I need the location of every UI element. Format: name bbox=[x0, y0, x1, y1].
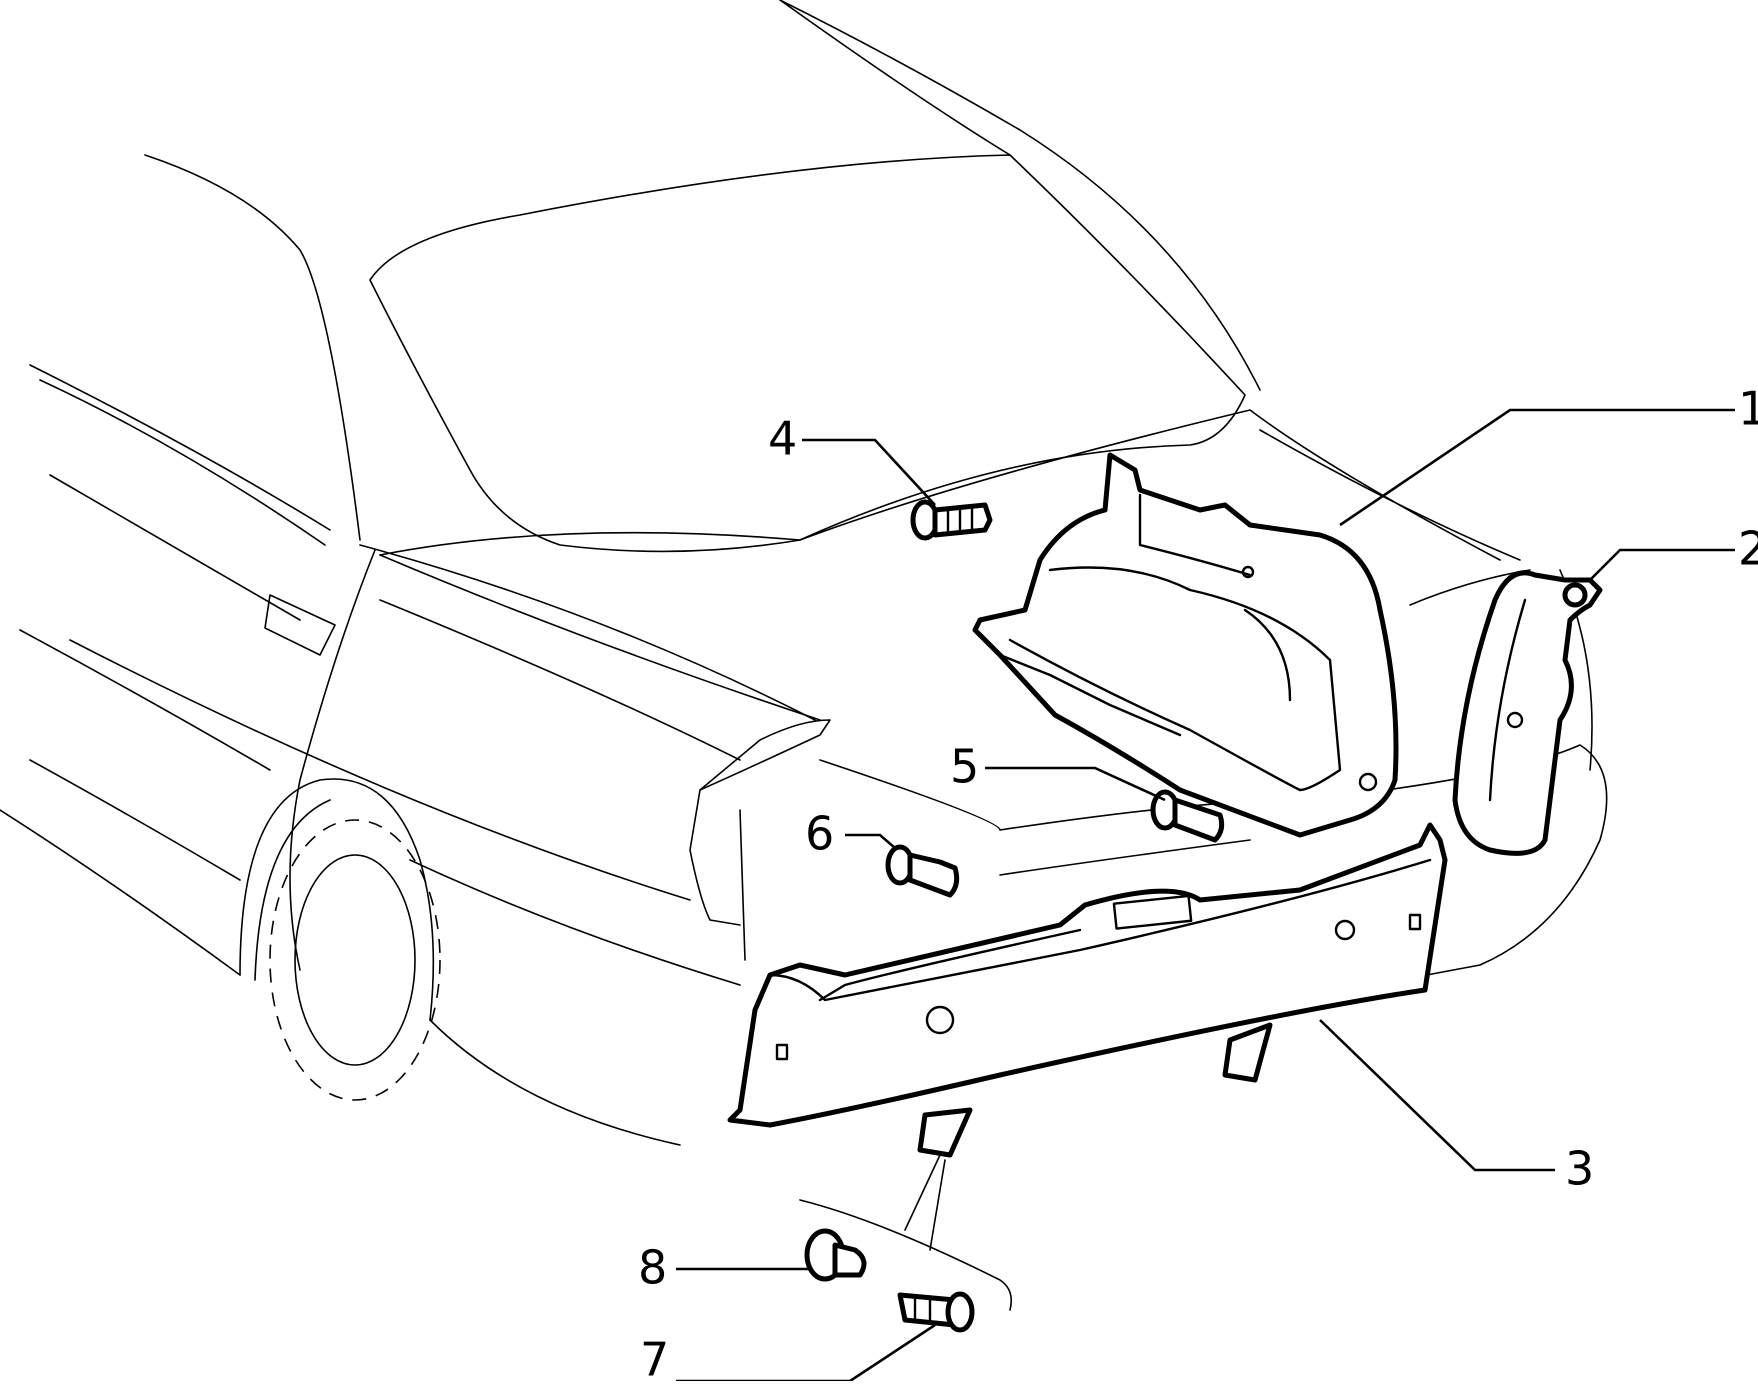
trunk-lid-top bbox=[379, 409, 1501, 561]
part-1-hole bbox=[1358, 772, 1378, 792]
part-1-wheelhouse bbox=[1243, 608, 1292, 702]
part-1-rib bbox=[1138, 493, 1252, 577]
part-1-inner bbox=[1048, 566, 1342, 792]
part-5-body bbox=[1172, 797, 1225, 843]
trunk-sill bbox=[999, 839, 1251, 876]
part-3-slot-left bbox=[775, 1043, 789, 1061]
callout-5: 5 bbox=[950, 740, 979, 794]
leader-6 bbox=[845, 833, 896, 849]
callout-7: 7 bbox=[640, 1333, 669, 1382]
wheel-rim bbox=[269, 819, 441, 1101]
part-3-hole-1 bbox=[925, 1005, 955, 1035]
part-3-lip bbox=[818, 928, 1082, 1002]
door-handle bbox=[264, 594, 336, 656]
shoulder-line-2 bbox=[379, 599, 741, 761]
part-6-clip bbox=[885, 844, 960, 898]
part-1-floor-edge bbox=[1008, 638, 1302, 792]
part-1-outline bbox=[972, 452, 1399, 838]
fastener-group-leader bbox=[904, 1154, 946, 1251]
roof-edge bbox=[779, 0, 1261, 391]
trunk-edge-right bbox=[1259, 429, 1521, 561]
leader-3 bbox=[1319, 1019, 1555, 1172]
quarter-line bbox=[289, 549, 376, 971]
part-3-tab-left bbox=[917, 1107, 973, 1158]
part-1-floor bbox=[998, 653, 1182, 737]
leader-2 bbox=[1589, 548, 1735, 581]
part-4-thread bbox=[946, 504, 974, 535]
part-6-body bbox=[907, 852, 960, 898]
callout-labels: 1 2 3 4 5 6 7 8 bbox=[638, 382, 1758, 1386]
bumper-right bbox=[1299, 744, 1608, 981]
lower-body bbox=[429, 1019, 681, 1146]
leader-7 bbox=[676, 1323, 936, 1383]
part-8-body bbox=[832, 1242, 867, 1278]
part-2-rib bbox=[1488, 598, 1527, 802]
roof-crease bbox=[779, 0, 1011, 156]
part-2-hole bbox=[1506, 711, 1524, 729]
leader-5 bbox=[985, 766, 1166, 802]
side-line-6 bbox=[29, 759, 241, 881]
fastener-group-bracket bbox=[799, 1199, 1013, 1311]
part-2-side-panel bbox=[1452, 570, 1603, 856]
part-7-screw bbox=[897, 1291, 975, 1333]
trunk-lid-side bbox=[379, 554, 821, 721]
side-line-4 bbox=[19, 629, 271, 771]
callout-8: 8 bbox=[638, 1241, 667, 1295]
c-pillar-line bbox=[144, 154, 361, 541]
taillight bbox=[689, 719, 831, 926]
lower-body-line bbox=[409, 859, 741, 986]
side-line-2 bbox=[39, 379, 326, 546]
part-3-slot-right bbox=[1408, 913, 1422, 931]
part-4-shank bbox=[932, 502, 993, 538]
car-body bbox=[0, 0, 1608, 1146]
rear-corner bbox=[739, 809, 746, 961]
side-line-3 bbox=[49, 474, 301, 621]
part-7-head bbox=[945, 1291, 975, 1333]
part-2-clip bbox=[1562, 582, 1588, 608]
leader-4 bbox=[802, 438, 936, 506]
part-1-side-lining bbox=[972, 452, 1399, 838]
callout-3: 3 bbox=[1565, 1142, 1594, 1196]
shoulder-line bbox=[359, 544, 816, 721]
part-3-tab-right bbox=[1222, 1022, 1273, 1083]
part-2-outline bbox=[1452, 570, 1603, 856]
side-line-1 bbox=[29, 364, 331, 531]
part-3-latch-slot bbox=[1112, 894, 1193, 930]
part-8-grommet bbox=[804, 1228, 867, 1282]
part-3-hole-2 bbox=[1334, 919, 1356, 941]
rear-window bbox=[369, 154, 1246, 553]
leader-1 bbox=[1339, 408, 1735, 527]
part-5-clip bbox=[1150, 789, 1225, 843]
side-line-5 bbox=[69, 639, 691, 901]
part-3-top-edge bbox=[768, 858, 1432, 1002]
callout-4: 4 bbox=[768, 412, 797, 466]
callout-6: 6 bbox=[805, 807, 834, 861]
side-line-7 bbox=[0, 809, 241, 976]
part-4-screw bbox=[910, 499, 993, 541]
wheel-hub bbox=[294, 854, 416, 1066]
part-3-sill-trim bbox=[727, 822, 1448, 1158]
part-7-thread bbox=[913, 1295, 932, 1325]
wheel-arch bbox=[239, 778, 435, 1021]
part-3-outline bbox=[727, 822, 1448, 1128]
callout-2: 2 bbox=[1738, 522, 1758, 576]
callout-1: 1 bbox=[1738, 382, 1758, 436]
wheel-arch-inner bbox=[254, 799, 331, 981]
part-1-hole-2 bbox=[1241, 565, 1255, 579]
